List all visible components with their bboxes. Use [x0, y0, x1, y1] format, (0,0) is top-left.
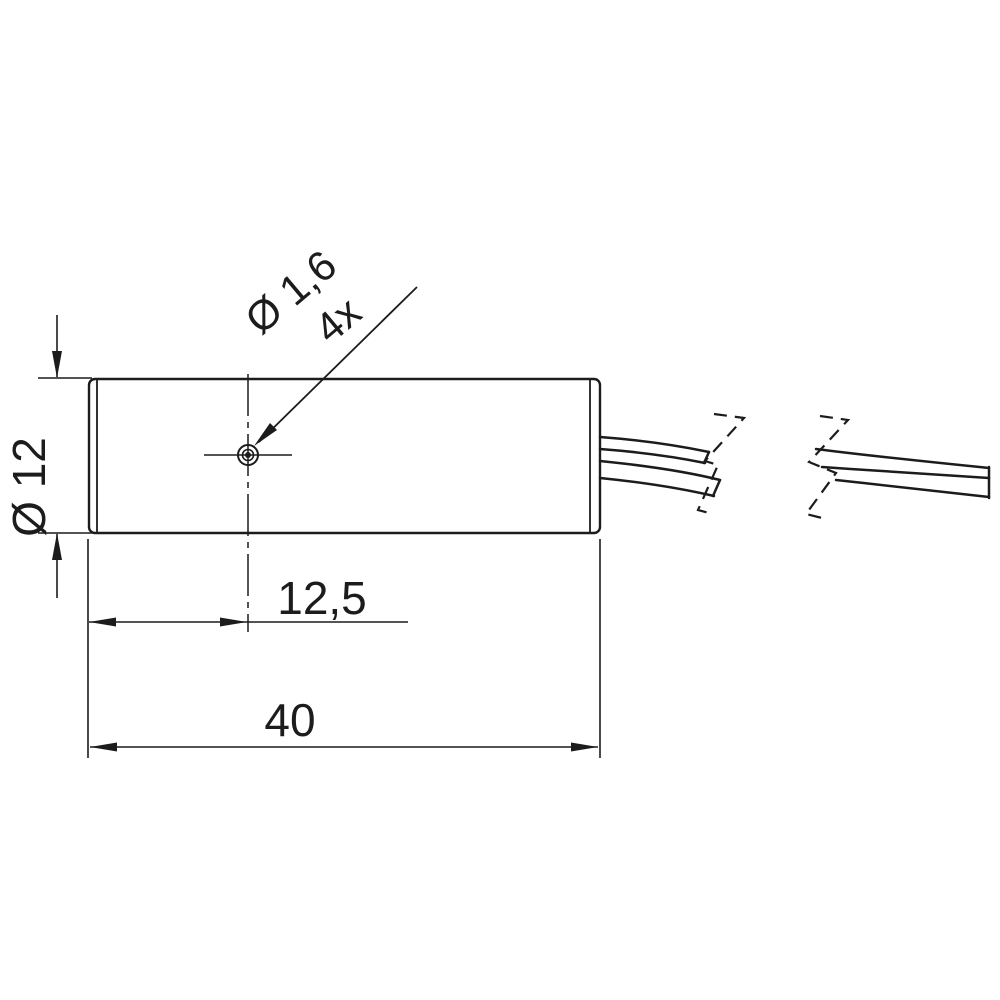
cable-left-segment: [598, 435, 722, 498]
diameter-arrow-down: [52, 351, 62, 378]
body-outline: [87, 377, 602, 535]
diameter-arrow-up: [52, 533, 62, 560]
break-symbol-left: [696, 412, 747, 516]
length-arrow-left: [90, 742, 117, 752]
length-dimension: 40: [90, 539, 601, 758]
offset-label: 12,5: [277, 572, 367, 624]
break-symbol-right: [804, 414, 851, 520]
length-label: 40: [264, 694, 315, 746]
offset-arrow-left: [89, 617, 116, 627]
mounting-hole-outer-circle: [237, 444, 259, 466]
cable-right-top: [814, 447, 991, 470]
hole-leader-line: [258, 286, 418, 443]
diameter-dimension: Ø 12: [3, 315, 92, 598]
mounting-hole-inner-circle: [241, 448, 255, 462]
hole-leader-arrowhead: [254, 423, 277, 446]
cable-wire2-top: [598, 459, 722, 482]
offset-arrow-right: [220, 617, 247, 627]
diameter-label: Ø 12: [3, 437, 55, 537]
cable-right-segment: [814, 447, 991, 500]
cable-wire1-bottom: [598, 447, 707, 465]
cable-wire2-bottom: [598, 476, 716, 498]
length-arrow-right: [571, 742, 598, 752]
hole-group: [204, 374, 292, 632]
offset-dimension: 12,5: [87, 539, 408, 758]
cable-wire1-top: [598, 435, 711, 454]
cable-right-bottom: [834, 478, 991, 499]
module-body: [87, 377, 602, 535]
mounting-hole-center-dot: [245, 452, 251, 458]
break-symbols: [696, 412, 851, 520]
hole-leader: Ø 1,6 4x: [236, 241, 418, 446]
cable-wire2-endcap: [711, 478, 722, 498]
cable-right-middle: [820, 465, 991, 480]
